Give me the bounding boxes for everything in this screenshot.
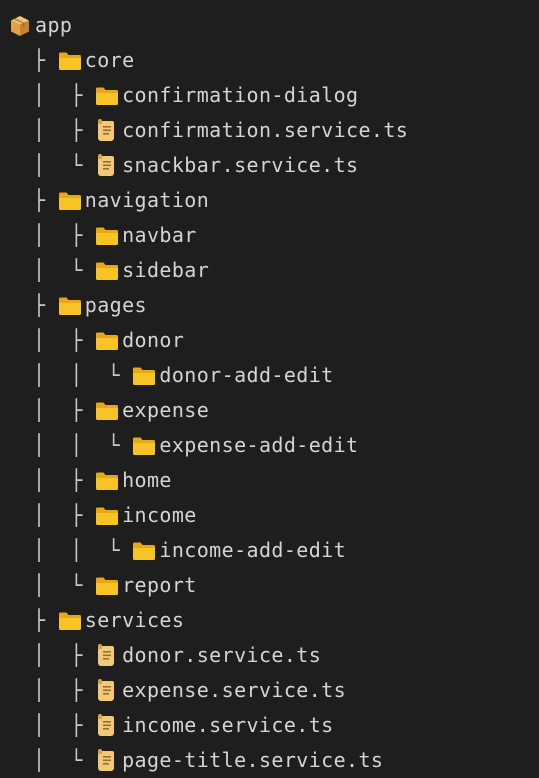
tree-row[interactable]: │ └ page-title.service.ts [8,743,533,778]
folder-icon [132,434,156,458]
tree-row[interactable]: │ ├ donor [8,323,533,358]
tree-row[interactable]: app [8,8,533,43]
tree-row[interactable]: │ ├ home [8,463,533,498]
tree-item-label: donor-add-edit [159,363,334,387]
tree-branch-guide: ├ [8,608,58,632]
file-icon [95,678,119,703]
tree-branch-guide: │ ├ [8,643,96,667]
tree-row[interactable]: │ │ └ expense-add-edit [8,428,533,463]
tree-row[interactable]: │ ├ expense [8,393,533,428]
tree-branch-guide: │ └ [8,258,96,282]
tree-branch-guide: │ └ [8,748,96,772]
file-icon [95,118,119,143]
folder-icon [95,574,119,598]
tree-row[interactable]: │ │ └ donor-add-edit [8,358,533,393]
tree-row[interactable]: ├ services [8,603,533,638]
tree-row[interactable]: ├ navigation [8,183,533,218]
file-icon [95,748,119,773]
folder-icon [58,49,82,73]
tree-item-label: income-add-edit [159,538,347,562]
folder-icon [58,294,82,318]
folder-icon [95,259,119,283]
tree-item-label: app [35,13,73,37]
tree-row[interactable]: │ ├ navbar [8,218,533,253]
tree-row[interactable]: ├ pages [8,288,533,323]
tree-item-label: confirmation-dialog [122,83,359,107]
tree-row[interactable]: │ └ snackbar.service.ts [8,148,533,183]
folder-icon [95,469,119,493]
tree-branch-guide: │ ├ [8,83,96,107]
folder-icon [58,189,82,213]
tree-item-label: income.service.ts [122,713,334,737]
tree-branch-guide: │ ├ [8,503,96,527]
folder-icon [132,539,156,563]
tree-item-label: expense [122,398,210,422]
tree-row[interactable]: │ ├ income [8,498,533,533]
folder-icon [95,399,119,423]
tree-branch-guide: ├ [8,293,58,317]
tree-branch-guide: │ ├ [8,328,96,352]
tree-row[interactable]: │ ├ income.service.ts [8,708,533,743]
tree-row[interactable]: │ │ └ income-add-edit [8,533,533,568]
tree-row[interactable]: │ ├ confirmation.service.ts [8,113,533,148]
tree-item-label: home [122,468,172,492]
tree-branch-guide: │ ├ [8,223,96,247]
folder-icon [95,504,119,528]
tree-row[interactable]: │ ├ confirmation-dialog [8,78,533,113]
file-tree: app ├ core │ ├ confirmation-dialog │ ├ c… [8,8,533,778]
tree-branch-guide: │ ├ [8,398,96,422]
tree-item-label: page-title.service.ts [122,748,384,772]
file-icon [95,713,119,738]
tree-branch-guide: │ └ [8,573,96,597]
tree-item-label: navbar [122,223,197,247]
tree-item-label: donor [122,328,185,352]
package-icon [8,14,32,38]
tree-item-label: income [122,503,197,527]
tree-item-label: donor.service.ts [122,643,322,667]
folder-icon [58,609,82,633]
tree-branch-guide: │ ├ [8,118,96,142]
tree-item-label: sidebar [122,258,210,282]
tree-branch-guide: │ │ └ [8,363,133,387]
tree-branch-guide: │ ├ [8,468,96,492]
tree-item-label: navigation [84,188,210,212]
file-icon [95,643,119,668]
tree-item-label: report [122,573,197,597]
tree-branch-guide: ├ [8,188,58,212]
tree-row[interactable]: │ └ report [8,568,533,603]
tree-branch-guide: │ ├ [8,713,96,737]
tree-branch-guide: │ ├ [8,678,96,702]
folder-icon [95,329,119,353]
folder-icon [95,84,119,108]
tree-item-label: services [84,608,185,632]
tree-item-label: snackbar.service.ts [122,153,359,177]
tree-item-label: pages [84,293,147,317]
tree-row[interactable]: │ ├ expense.service.ts [8,673,533,708]
folder-icon [132,364,156,388]
tree-branch-guide: │ └ [8,153,96,177]
tree-branch-guide: │ │ └ [8,433,133,457]
tree-item-label: confirmation.service.ts [122,118,409,142]
tree-item-label: core [84,48,135,72]
tree-row[interactable]: ├ core [8,43,533,78]
tree-row[interactable]: │ ├ donor.service.ts [8,638,533,673]
tree-item-label: expense-add-edit [159,433,359,457]
folder-icon [95,224,119,248]
tree-row[interactable]: │ └ sidebar [8,253,533,288]
file-icon [95,153,119,178]
tree-branch-guide: │ │ └ [8,538,133,562]
tree-branch-guide: ├ [8,48,58,72]
tree-item-label: expense.service.ts [122,678,347,702]
